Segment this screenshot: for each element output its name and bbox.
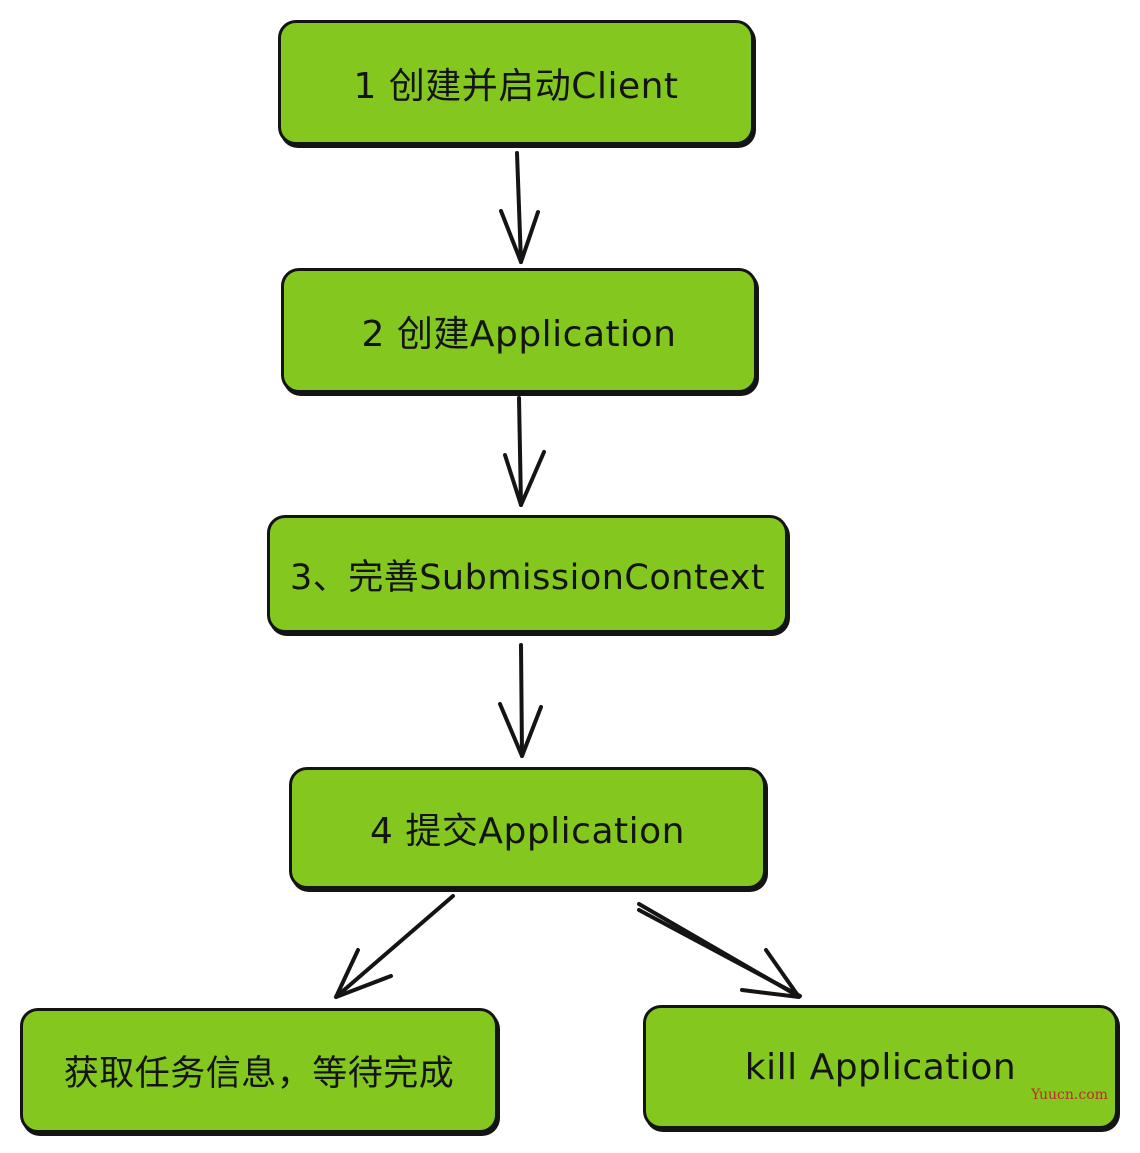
step-4-submit-application-node: 4 提交Application [289,767,766,889]
edge-step4-to-branch-right [637,902,802,999]
branch-right-label: kill Application [744,1046,1017,1088]
edge-step1-to-step2 [499,151,540,264]
step-3-label: 3、完善SubmissionContext [289,557,766,598]
step-3-submission-context-node: 3、完善SubmissionContext [267,515,788,633]
edge-step2-to-step3 [503,396,546,507]
branch-kill-application-node: kill Application [643,1005,1118,1129]
branch-get-task-info-node: 获取任务信息，等待完成 [20,1008,498,1133]
step-4-label: 4 提交Application [370,811,685,852]
step-1-create-start-client-node: 1 创建并启动Client [278,20,754,145]
edge-step4-to-branch-left [334,894,455,999]
watermark-text: Yuucn.com [1031,1087,1108,1103]
step-1-label: 1 创建并启动Client [353,65,679,107]
step-2-create-application-node: 2 创建Application [281,268,757,393]
edge-step3-to-step4 [498,643,543,758]
branch-left-label: 获取任务信息，等待完成 [63,1054,455,1094]
step-2-label: 2 创建Application [361,313,677,355]
